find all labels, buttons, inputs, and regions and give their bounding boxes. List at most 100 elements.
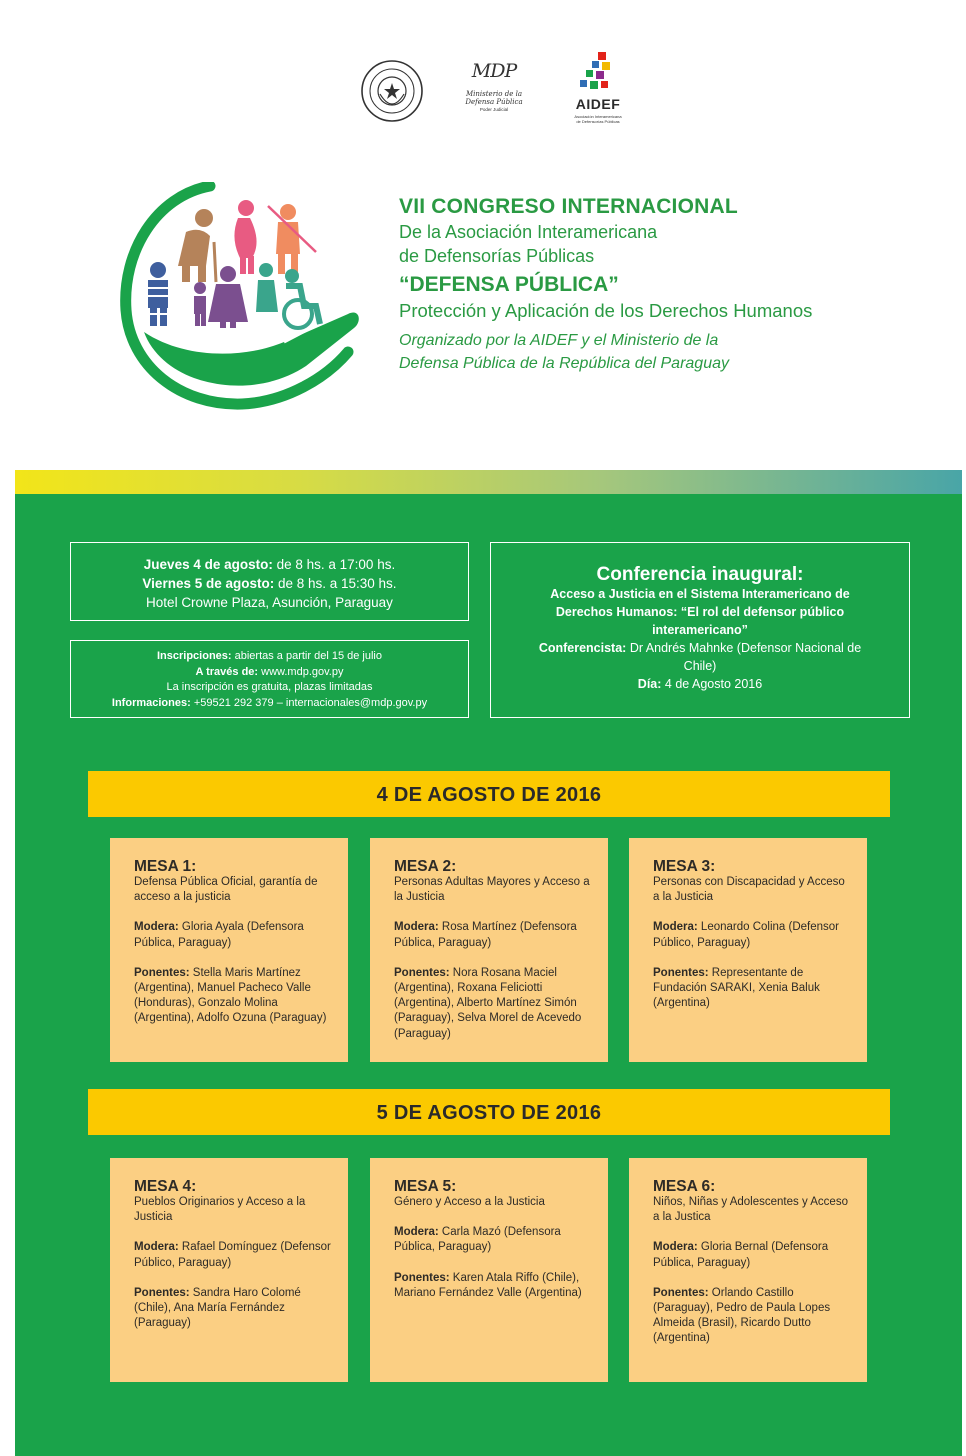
contact-value: +59521 292 379 – internacionales@mdp.gov… xyxy=(190,696,428,709)
venue: Hotel Crowne Plaza, Asunción, Paraguay xyxy=(146,595,393,610)
mesa-title: MESA 2: xyxy=(394,858,457,875)
aidef-logo-word: AIDEF xyxy=(575,96,621,112)
registration-box: Inscripciones: abiertas a partir del 15 … xyxy=(70,640,469,718)
mesa-speakers: Ponentes: Sandra Haro Colomé (Chile), An… xyxy=(134,1286,334,1332)
registration-line-4: Informaciones: +59521 292 379 – internac… xyxy=(71,696,468,712)
day-2-header: 5 DE AGOSTO DE 2016 xyxy=(88,1089,890,1135)
mdp-logo-mark: MDP xyxy=(471,60,517,82)
mdp-logo-sub: Poder Judicial xyxy=(479,107,509,112)
speakers-names: Representante de Fundación SARAKI, Xenia… xyxy=(653,966,820,1010)
mesa-topic: Personas con Discapacidad y Acceso a la … xyxy=(653,876,845,904)
mesa-moderator: Modera: Leonardo Colina (Defensor Públic… xyxy=(653,920,853,950)
speakers-names: Orlando Castillo (Paraguay), Pedro de Pa… xyxy=(653,1286,831,1345)
keynote-speaker: Conferencista: Dr Andrés Mahnke (Defenso… xyxy=(535,639,865,675)
keynote-topic: Acceso a Justicia en el Sistema Interame… xyxy=(550,587,850,637)
moderator-name: Rosa Martínez (Defensora Pública, Paragu… xyxy=(394,921,577,949)
mesa-card-2: MESA 2: Personas Adultas Mayores y Acces… xyxy=(370,838,608,1062)
moderator-name: Carla Mazó (Defensora Pública, Paraguay) xyxy=(394,1226,561,1254)
congress-organizer: Organizado por la AIDEF y el Ministerio … xyxy=(399,329,939,375)
congress-subtitle: Protección y Aplicación de los Derechos … xyxy=(399,300,813,321)
speakers-label: Ponentes: xyxy=(134,1286,190,1299)
mesa-moderator: Modera: Rafael Domínguez (Defensor Públi… xyxy=(134,1240,334,1270)
mdp-logo-name: Ministerio de la Defensa Pública xyxy=(465,90,523,106)
speakers-label: Ponentes: xyxy=(653,966,709,979)
mesa-moderator: Modera: Carla Mazó (Defensora Pública, P… xyxy=(394,1225,594,1255)
speakers-names: Nora Rosana Maciel (Argentina), Roxana F… xyxy=(394,966,582,1040)
mesa-title: MESA 6: xyxy=(653,1178,716,1195)
mesa-card-5: MESA 5: Género y Acceso a la Justicia Mo… xyxy=(370,1158,608,1382)
congress-organizer-line-1: Organizado por la AIDEF y el Ministerio … xyxy=(399,332,719,349)
aidef-mark-icon xyxy=(580,52,610,89)
mesa-topic: Personas Adultas Mayores y Acceso a la J… xyxy=(394,876,590,904)
moderator-name: Leonardo Colina (Defensor Público, Parag… xyxy=(653,921,840,949)
keynote-box: Conferencia inaugural: Acceso a Justicia… xyxy=(490,542,910,718)
congress-organizer-line-2: Defensa Pública de la República del Para… xyxy=(399,355,729,372)
mesa-topic: Defensa Pública Oficial, garantía de acc… xyxy=(134,876,318,904)
keynote-speaker-value: Dr Andrés Mahnke (Defensor Nacional de C… xyxy=(626,641,862,673)
mesa-speakers: Ponentes: Karen Atala Riffo (Chile), Mar… xyxy=(394,1271,594,1301)
day-1-header: 4 DE AGOSTO DE 2016 xyxy=(88,771,890,817)
keynote-day-label: Día: xyxy=(637,677,662,691)
mdp-logo: MDP Ministerio de la Defensa Pública Pod… xyxy=(462,56,526,128)
speakers-label: Ponentes: xyxy=(394,966,450,979)
congress-theme: “DEFENSA PÚBLICA” xyxy=(399,273,619,296)
moderator-label: Modera: xyxy=(394,921,439,934)
date-line-2: Viernes 5 de agosto: de 8 hs. a 15:30 hs… xyxy=(71,574,468,593)
mesa-moderator: Modera: Rosa Martínez (Defensora Pública… xyxy=(394,920,594,950)
congress-heading: VII CONGRESO INTERNACIONAL De la Asociac… xyxy=(399,194,939,375)
aidef-logo: AIDEF Asociación Interamericana de Defen… xyxy=(572,50,624,134)
moderator-label: Modera: xyxy=(653,921,698,934)
keynote-title: Conferencia inaugural: xyxy=(596,564,804,585)
registration-line-2: A través de: www.mdp.gov.py xyxy=(71,665,468,681)
keynote-day-value: 4 de Agosto 2016 xyxy=(661,677,763,691)
moderator-name: Rafael Domínguez (Defensor Público, Para… xyxy=(134,1241,331,1269)
contact-label: Informaciones: xyxy=(111,696,191,709)
registration-label: Inscripciones: xyxy=(156,650,232,662)
mesa-card-4: MESA 4: Pueblos Originarios y Acceso a l… xyxy=(110,1158,348,1382)
keynote-speaker-label: Conferencista: xyxy=(538,641,627,655)
date-2-label: Viernes 5 de agosto: xyxy=(142,576,275,591)
mesa-topic: Pueblos Originarios y Acceso a la Justic… xyxy=(134,1196,306,1224)
speakers-label: Ponentes: xyxy=(653,1286,709,1299)
header-logos: MDP Ministerio de la Defensa Pública Pod… xyxy=(0,48,966,138)
moderator-name: Gloria Bernal (Defensora Pública, Paragu… xyxy=(653,1241,829,1269)
mesa-topic: Género y Acceso a la Justicia xyxy=(394,1196,545,1208)
registration-line-1: Inscripciones: abiertas a partir del 15 … xyxy=(71,649,468,665)
mesa-speakers: Ponentes: Stella Maris Martínez (Argenti… xyxy=(134,966,334,1027)
registration-line-3: La inscripción es gratuita, plazas limit… xyxy=(166,681,373,693)
keynote-day: Día: 4 de Agosto 2016 xyxy=(535,675,865,693)
mesa-title: MESA 1: xyxy=(134,858,197,875)
mesa-speakers: Ponentes: Nora Rosana Maciel (Argentina)… xyxy=(394,966,594,1042)
moderator-label: Modera: xyxy=(394,1226,439,1239)
mesa-speakers: Ponentes: Orlando Castillo (Paraguay), P… xyxy=(653,1286,853,1347)
mesa-card-1: MESA 1: Defensa Pública Oficial, garantí… xyxy=(110,838,348,1062)
mesa-card-3: MESA 3: Personas con Discapacidad y Acce… xyxy=(629,838,867,1062)
date-line-1: Jueves 4 de agosto: de 8 hs. a 17:00 hs. xyxy=(71,555,468,574)
mesa-moderator: Modera: Gloria Ayala (Defensora Pública,… xyxy=(134,920,334,950)
registration-website-link[interactable]: www.mdp.gov.py xyxy=(258,665,344,678)
congress-hand-illustration xyxy=(120,182,359,410)
aidef-logo-sub: Asociación Interamericana de Defensorías… xyxy=(574,114,622,124)
mesa-speakers: Ponentes: Representante de Fundación SAR… xyxy=(653,966,853,1012)
moderator-label: Modera: xyxy=(653,1241,698,1254)
mesa-title: MESA 5: xyxy=(394,1178,457,1195)
speakers-names: Sandra Haro Colomé (Chile), Ana María Fe… xyxy=(134,1286,301,1330)
gradient-band xyxy=(15,470,962,494)
registration-value: abiertas a partir del 15 de julio xyxy=(231,650,382,662)
date-2-value: de 8 hs. a 15:30 hs. xyxy=(274,576,397,591)
speakers-label: Ponentes: xyxy=(394,1271,450,1284)
date-1-label: Jueves 4 de agosto: xyxy=(143,557,273,572)
mesa-title: MESA 4: xyxy=(134,1178,197,1195)
moderator-name: Gloria Ayala (Defensora Pública, Paragua… xyxy=(134,921,304,949)
date-1-value: de 8 hs. a 17:00 hs. xyxy=(272,557,396,572)
mesa-title: MESA 3: xyxy=(653,858,716,875)
congress-line-2: de Defensorías Públicas xyxy=(399,246,595,266)
paraguay-seal-icon xyxy=(361,60,423,122)
mesa-card-6: MESA 6: Niños, Niñas y Adolescentes y Ac… xyxy=(629,1158,867,1382)
speakers-names: Karen Atala Riffo (Chile), Mariano Ferná… xyxy=(394,1271,582,1299)
mesa-topic: Niños, Niñas y Adolescentes y Acceso a l… xyxy=(653,1196,848,1224)
dates-box: Jueves 4 de agosto: de 8 hs. a 17:00 hs.… xyxy=(70,542,469,621)
congress-title: VII CONGRESO INTERNACIONAL xyxy=(399,195,738,218)
moderator-label: Modera: xyxy=(134,921,179,934)
registration-via-label: A través de: xyxy=(195,665,259,678)
